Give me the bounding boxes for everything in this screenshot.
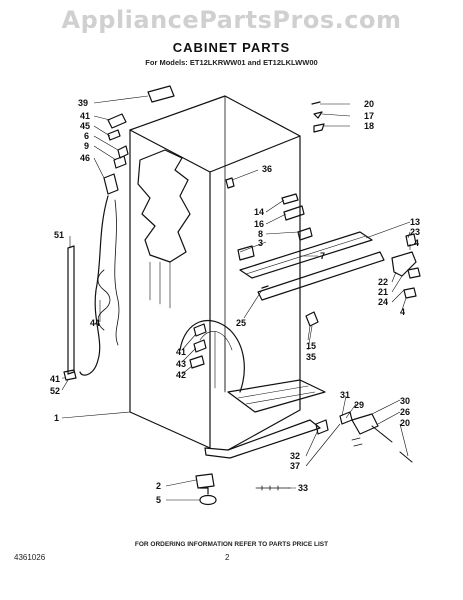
top-plate [147, 85, 175, 103]
watermark-text: AppliancePartsPros.com [61, 6, 402, 34]
callout-35: 35 [306, 352, 317, 362]
hinge-bracket [391, 251, 417, 277]
cabinet-right-side [227, 135, 301, 451]
callout-6: 6 [84, 131, 90, 141]
base-frame [204, 419, 321, 459]
callout-33: 33 [298, 483, 309, 493]
divider-rail [239, 231, 373, 279]
callout-52: 52 [50, 386, 61, 396]
divider-rail-lower [257, 251, 385, 301]
callout-46: 46 [80, 153, 91, 163]
cabinet-top [129, 95, 301, 173]
callout-21: 21 [378, 287, 389, 297]
leveling-leg [195, 473, 215, 495]
callout-26: 26 [400, 407, 411, 417]
callout-43: 43 [176, 359, 187, 369]
defrost-drain [103, 173, 119, 195]
callout-24: 24 [378, 297, 389, 307]
callout-31: 31 [340, 390, 351, 400]
callout-16: 16 [254, 219, 265, 229]
callout-37: 37 [290, 461, 301, 471]
leader-lines [61, 95, 411, 501]
ordering-note: FOR ORDERING INFORMATION REFER TO PARTS … [134, 541, 329, 548]
roller [199, 494, 217, 506]
callout-8: 8 [258, 229, 264, 239]
callout-20-lower: 20 [400, 418, 411, 428]
page-number: 2 [225, 553, 230, 562]
callout-30: 30 [400, 396, 411, 406]
callout-22: 22 [378, 277, 389, 287]
callout-41: 41 [80, 111, 91, 121]
callout-4-lower: 4 [400, 307, 406, 317]
callout-25: 25 [236, 318, 247, 328]
callout-20: 20 [364, 99, 375, 109]
callout-41-mid: 41 [176, 347, 187, 357]
callout-41-lower: 41 [50, 374, 61, 384]
callout-2: 2 [156, 481, 162, 491]
callout-3: 3 [258, 238, 264, 248]
power-cord [79, 195, 109, 376]
callout-13: 13 [410, 217, 421, 227]
callout-23: 23 [410, 227, 421, 237]
callout-39: 39 [78, 98, 89, 108]
callout-7: 7 [320, 251, 326, 261]
callout-32: 32 [290, 451, 301, 461]
water-tube [114, 199, 120, 346]
callout-51: 51 [54, 230, 65, 240]
lower-hinge [351, 413, 379, 435]
callout-4-upper: 4 [414, 238, 420, 248]
callout-9: 9 [84, 141, 90, 151]
bottom-pan [227, 379, 326, 413]
liner-curve [179, 320, 245, 393]
callout-45: 45 [80, 121, 91, 131]
models-subtitle: For Models: ET12LKRWW01 and ET12LKLWW00 [145, 58, 318, 67]
callout-36: 36 [262, 164, 273, 174]
side-trim [67, 245, 75, 375]
callout-15: 15 [306, 341, 317, 351]
document-number: 4361026 [14, 553, 46, 562]
cabinet-side-tear [137, 149, 191, 263]
callout-44: 44 [90, 318, 101, 328]
cabinet-left-side [129, 129, 211, 449]
callout-17: 17 [364, 111, 375, 121]
callout-42: 42 [176, 370, 187, 380]
page-title: CABINET PARTS [172, 40, 291, 55]
callout-5: 5 [156, 495, 162, 505]
shelf-clip [281, 193, 313, 241]
callout-1: 1 [54, 413, 60, 423]
callout-29: 29 [354, 400, 365, 410]
callout-18: 18 [364, 121, 375, 131]
callout-14: 14 [254, 207, 265, 217]
